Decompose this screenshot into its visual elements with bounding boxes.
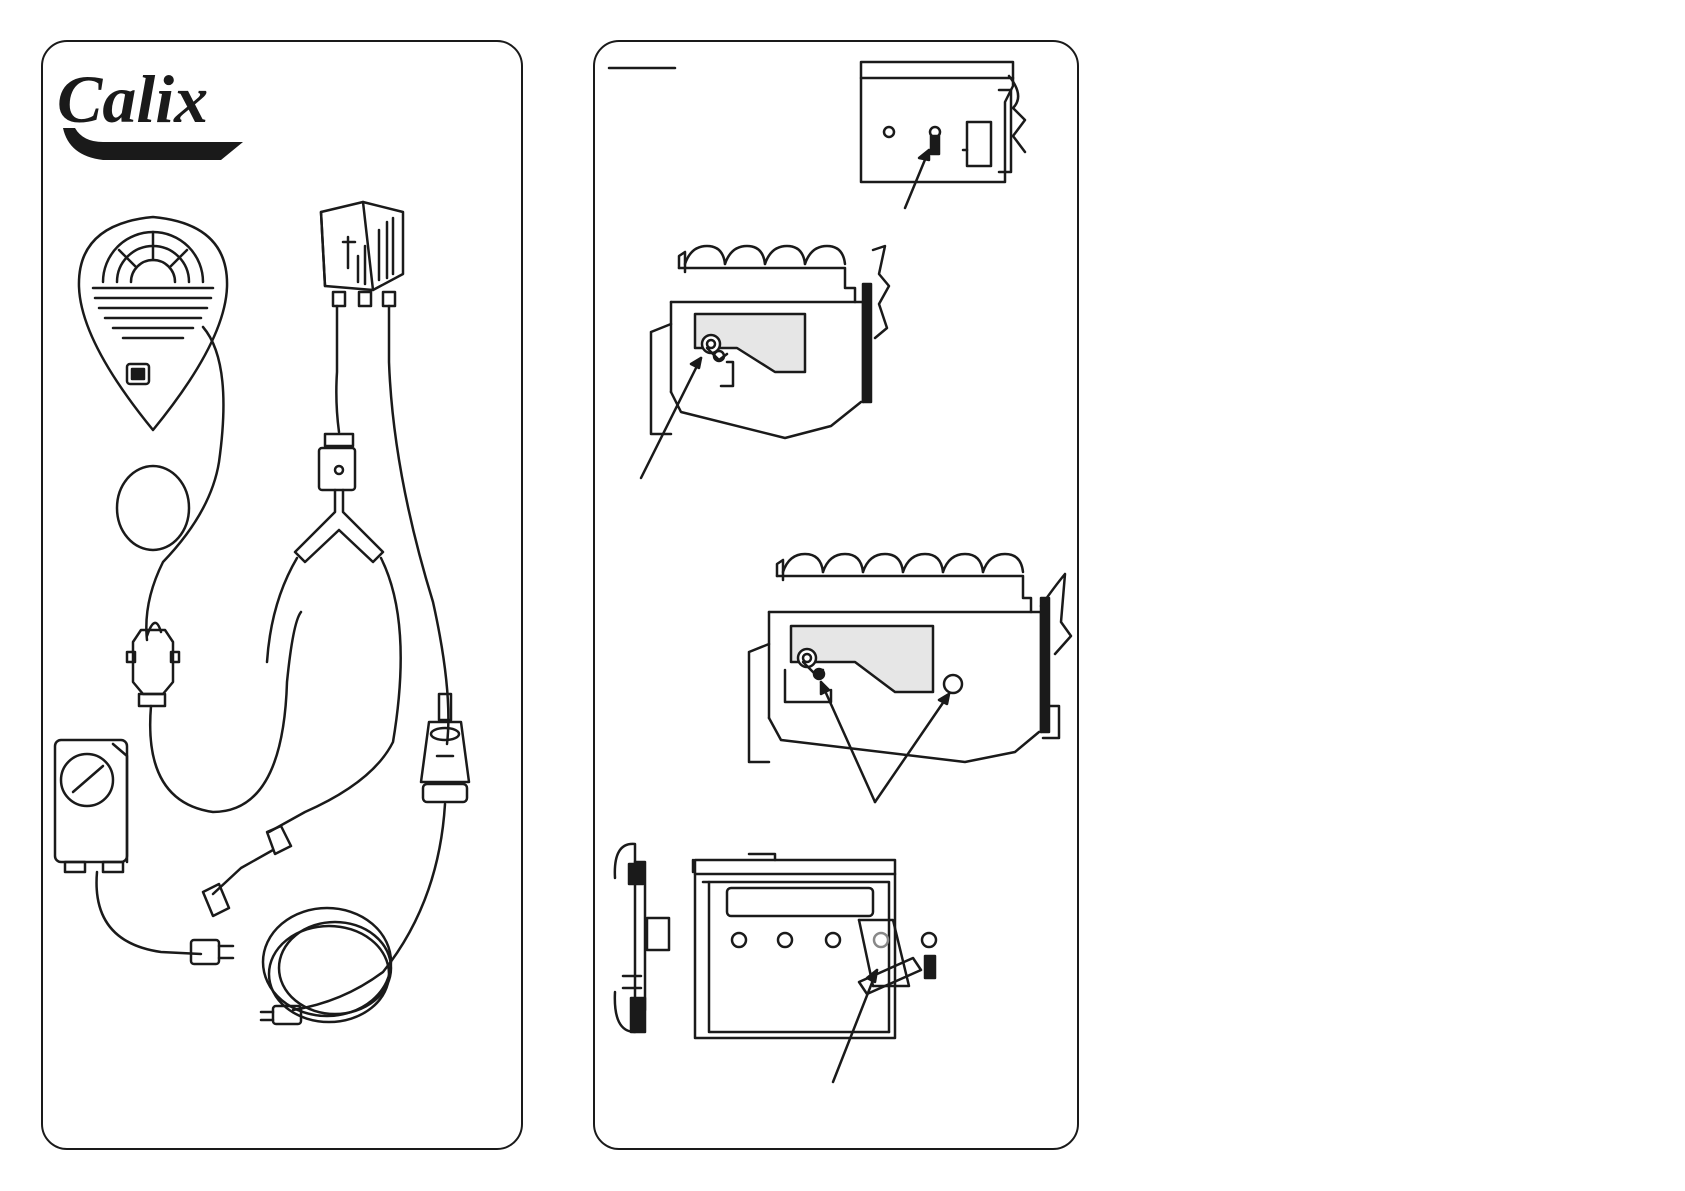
control-box-icon [321, 202, 403, 306]
engine-4cyl-side-view [651, 246, 889, 438]
timer-icon [55, 740, 127, 872]
socket-cable [293, 804, 445, 1010]
engine-other-side-view [615, 844, 936, 1038]
timer-cable [97, 872, 201, 954]
cable-loop [117, 466, 189, 550]
socket-plug-icon [421, 694, 469, 802]
kit-illustration: Calix [43, 42, 525, 1152]
cable-coil-icon [261, 908, 391, 1024]
y-splitter-icon [295, 434, 383, 562]
control-cable-a [336, 306, 339, 432]
calix-logo: Calix [57, 61, 243, 160]
brand-name: Calix [57, 61, 208, 137]
interior-plug-icon [203, 826, 291, 916]
other-side-arrow [833, 970, 877, 1082]
installation-illustration [595, 42, 1081, 1152]
kit-panel: Calix [41, 40, 523, 1150]
6cyl-arrow-left [821, 682, 875, 802]
engine-front-view [861, 62, 1025, 182]
6cyl-arrow-right [875, 694, 949, 802]
control-cable-b [389, 306, 448, 744]
inline-connector-icon [127, 623, 179, 706]
splitter-arm-right [269, 558, 401, 832]
installation-panel [593, 40, 1079, 1150]
fan-heater-icon [79, 217, 227, 430]
timer-plug-icon [191, 940, 233, 964]
heater-cable [146, 327, 223, 640]
engine-6cyl-side-view [749, 554, 1071, 762]
